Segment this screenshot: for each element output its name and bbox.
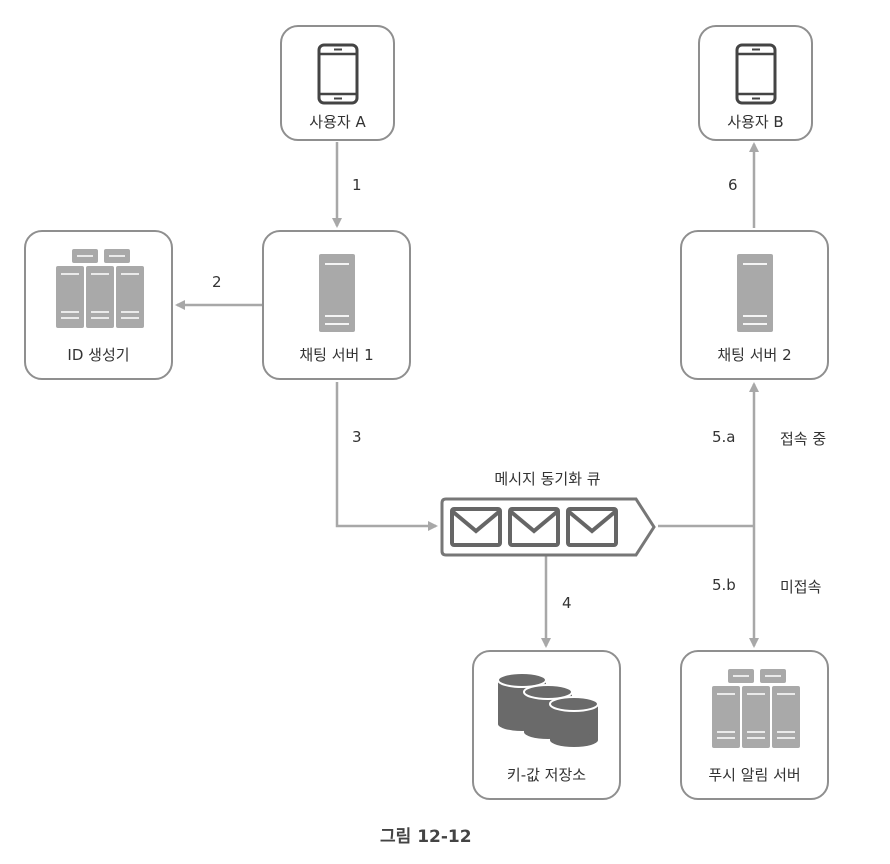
server-cluster-icon (56, 249, 144, 328)
server-icon (737, 254, 773, 332)
node-label: ID 생성기 (67, 346, 130, 364)
edge-label-5b: 5.b (712, 576, 736, 594)
database-icon (497, 672, 599, 747)
envelope-icon (508, 507, 560, 547)
smartphone-icon (735, 43, 777, 105)
edge-label-1: 1 (352, 176, 362, 194)
edge-label-2: 2 (212, 273, 222, 291)
message-queue-icon[interactable] (440, 497, 658, 557)
node-user-b[interactable]: 사용자 B (698, 25, 813, 141)
node-kv-store[interactable]: 키-값 저장소 (472, 650, 621, 800)
edge-label-5a: 5.a (712, 428, 736, 446)
edge-3 (335, 382, 438, 531)
queue-label: 메시지 동기화 큐 (494, 470, 601, 488)
node-label: 사용자 B (727, 113, 784, 131)
node-chat-server-1[interactable]: 채팅 서버 1 (262, 230, 411, 380)
node-label: 키-값 저장소 (506, 766, 587, 784)
edge-label-3: 3 (352, 428, 362, 446)
node-user-a[interactable]: 사용자 A (280, 25, 395, 141)
node-label: 사용자 A (309, 113, 366, 131)
node-id-generator[interactable]: ID 생성기 (24, 230, 173, 380)
edge-condition-5a: 접속 중 (780, 430, 827, 448)
envelope-icon (566, 507, 618, 547)
smartphone-icon (317, 43, 359, 105)
edge-condition-5b: 미접속 (780, 578, 822, 596)
server-cluster-icon (712, 669, 800, 748)
node-push-server[interactable]: 푸시 알림 서버 (680, 650, 829, 800)
node-label: 채팅 서버 1 (299, 346, 374, 364)
edge-label-4: 4 (562, 594, 572, 612)
node-chat-server-2[interactable]: 채팅 서버 2 (680, 230, 829, 380)
figure-caption: 그림 12-12 (380, 827, 472, 847)
edge-label-6: 6 (728, 176, 738, 194)
server-icon (319, 254, 355, 332)
envelope-icon (450, 507, 502, 547)
node-label: 채팅 서버 2 (717, 346, 792, 364)
node-label: 푸시 알림 서버 (708, 766, 801, 784)
